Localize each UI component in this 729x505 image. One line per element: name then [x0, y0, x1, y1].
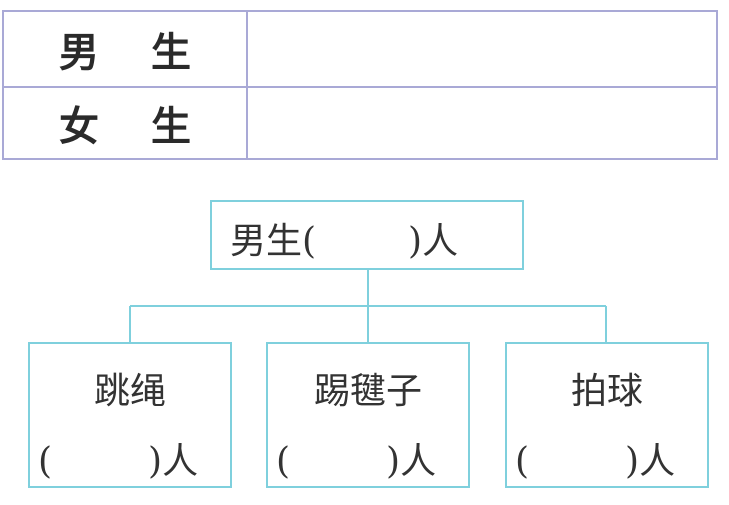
root-node-boys: 男生( )人: [210, 200, 524, 270]
child-node-jump-rope: 跳绳 ( )人: [28, 342, 232, 488]
child-name-jump-rope: 跳绳: [93, 371, 166, 412]
child-node-ball-bouncing: 拍球 ( )人: [505, 342, 709, 488]
child-prefix: (: [515, 441, 530, 482]
child-name-shuttlecock: 踢毽子: [313, 371, 422, 412]
row-label-boys: 男生: [59, 30, 243, 76]
table-column-divider: [246, 12, 248, 158]
child-node-shuttlecock: 踢毽子 ( )人: [266, 342, 470, 488]
data-table: 男生 女生: [2, 10, 718, 160]
child-suffix: )人: [148, 441, 199, 482]
root-suffix: )人: [408, 221, 459, 262]
child-prefix: (: [38, 441, 53, 482]
row-label-girls: 女生: [59, 104, 243, 150]
child-prefix: (: [276, 441, 291, 482]
table-row-girls: 女生: [4, 86, 716, 160]
root-prefix: 男生(: [230, 221, 317, 262]
child-suffix: )人: [386, 441, 437, 482]
table-row-boys: 男生: [4, 12, 716, 86]
child-suffix: )人: [625, 441, 676, 482]
child-name-ball-bouncing: 拍球: [570, 371, 643, 412]
table-row-divider: [4, 86, 716, 88]
